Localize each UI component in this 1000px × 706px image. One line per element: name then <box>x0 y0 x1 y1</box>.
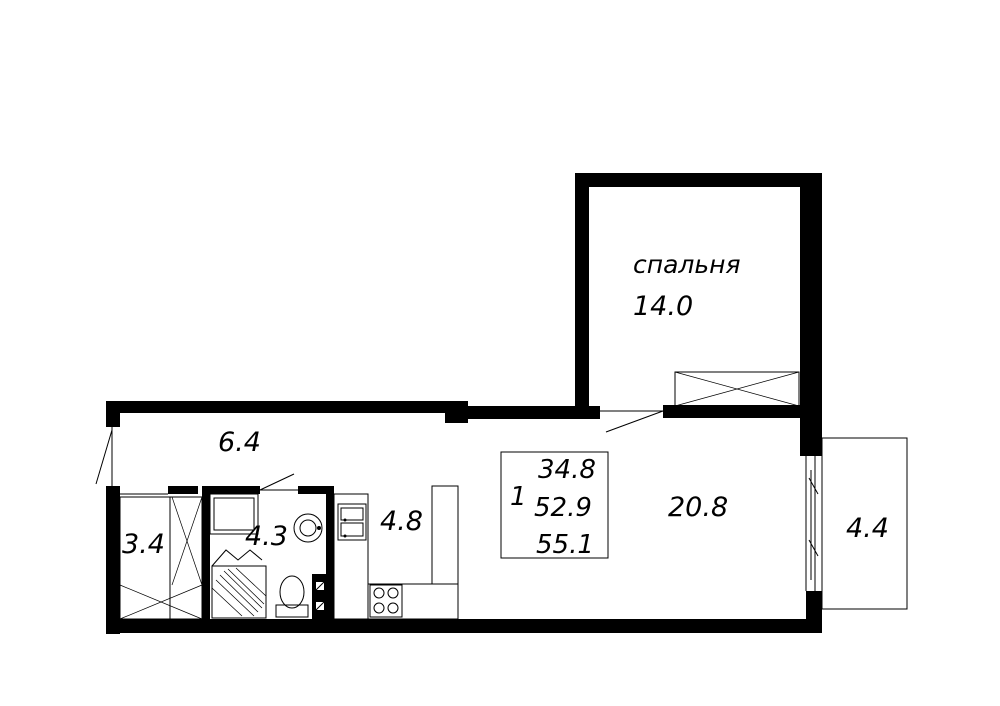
washing-machine <box>209 493 259 535</box>
wardrobe-top-wall <box>168 486 198 494</box>
fixtures <box>209 493 403 619</box>
entry-corner <box>106 401 120 427</box>
kitchen-top-wall <box>468 406 600 419</box>
bedroom-area: 14.0 <box>633 291 693 322</box>
hall-column <box>445 401 468 423</box>
bath-door-leaf <box>259 473 295 491</box>
fridge <box>431 485 459 585</box>
summary-total-with-balcony: 55.1 <box>536 530 594 560</box>
shower-curtain <box>211 549 263 567</box>
hall-area: 6.4 <box>218 427 261 458</box>
kitchen-counter-left <box>333 493 369 620</box>
bedroom-door-leaf <box>605 410 664 433</box>
living-right-wall-top <box>800 418 822 456</box>
kitchen-sink-icon <box>337 503 367 541</box>
bedroom-left-wall <box>575 173 589 411</box>
left-wall <box>106 486 120 634</box>
summary-box <box>500 451 609 559</box>
bedroom-window <box>674 371 800 407</box>
bedroom-right-wall <box>800 173 822 428</box>
bottom-wall <box>106 619 822 633</box>
entry-door-leaf <box>95 429 113 485</box>
walls <box>106 173 822 634</box>
bedroom-top-wall <box>575 173 822 187</box>
shower-tray-icon <box>211 565 267 619</box>
kitchen-area: 4.8 <box>380 506 423 537</box>
bath-top-wall-right <box>298 486 334 494</box>
bath-top-wall-left <box>202 486 260 494</box>
summary-rooms: 1 <box>510 482 527 512</box>
wardrobe-storage <box>119 496 203 620</box>
wardrobe-bath-partition <box>202 486 210 620</box>
living-area: 20.8 <box>668 492 728 523</box>
balcony-area: 4.4 <box>846 513 889 544</box>
bedroom-bottom-wall <box>663 405 813 418</box>
wardrobe-area: 3.4 <box>122 529 165 560</box>
summary-total-area: 52.9 <box>534 493 592 523</box>
living-right-wall-bottom <box>806 591 822 633</box>
shaft <box>312 574 326 620</box>
stove-icon <box>369 584 403 618</box>
hall-top-wall <box>106 401 468 413</box>
balcony-outline <box>821 437 908 610</box>
bath-sink-icon <box>293 513 323 543</box>
bedroom-name: спальня <box>633 250 741 279</box>
toilet-icon <box>279 575 305 609</box>
thin-lines <box>95 371 908 620</box>
kitchen-counter-bottom <box>367 583 459 620</box>
bathroom-area: 4.3 <box>245 521 288 552</box>
bath-kitchen-partition <box>326 486 334 620</box>
summary-living-area: 34.8 <box>538 455 596 485</box>
